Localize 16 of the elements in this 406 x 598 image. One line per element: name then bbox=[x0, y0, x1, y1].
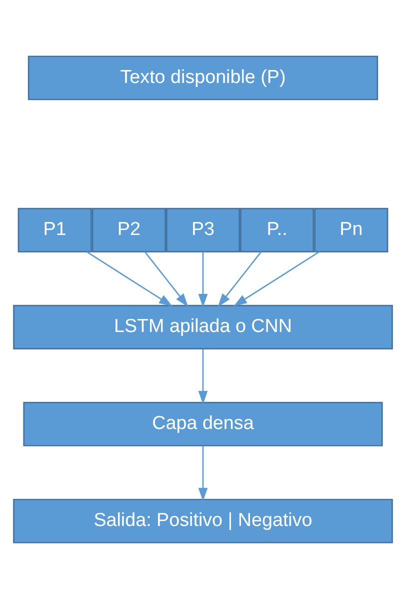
node-box: Pn bbox=[314, 207, 388, 252]
node-box: P1 bbox=[18, 207, 92, 252]
arrow bbox=[198, 348, 208, 404]
node-box: Salida: Positivo | Negativo bbox=[13, 498, 393, 543]
node-box: Texto disponible (P) bbox=[28, 55, 378, 100]
node-box: P.. bbox=[240, 207, 314, 252]
arrow bbox=[198, 445, 208, 501]
arrow bbox=[234, 250, 320, 306]
arrow bbox=[144, 251, 188, 306]
arrow bbox=[198, 251, 208, 307]
arrow bbox=[218, 251, 262, 306]
node-box: Capa densa bbox=[23, 401, 383, 446]
node-box: P2 bbox=[92, 207, 166, 252]
arrow bbox=[86, 250, 172, 306]
node-box: P3 bbox=[166, 207, 240, 252]
node-box: LSTM apilada o CNN bbox=[13, 304, 393, 349]
